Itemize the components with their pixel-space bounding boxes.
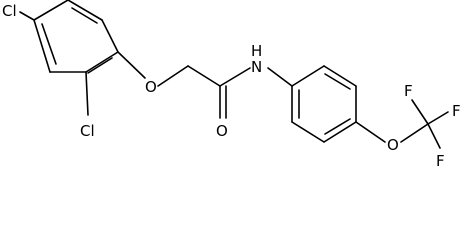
bond-inner (87, 57, 113, 74)
atom-o-ether: O (145, 78, 157, 96)
bond-inner (41, 23, 57, 65)
bond (291, 65, 325, 87)
bond (101, 19, 119, 53)
atom-f-1: F (404, 82, 413, 100)
atom-f-2: F (452, 102, 461, 120)
bond (67, 0, 103, 21)
structure-diagram: Cl Cl O O N H O F F F (2, 0, 461, 170)
trifluoromethoxy-group (400, 99, 449, 149)
bond (400, 123, 429, 143)
bond (219, 67, 251, 87)
atom-f-3: F (436, 152, 445, 170)
bond (85, 51, 119, 73)
atom-o-carbonyl: O (216, 122, 228, 140)
atom-cl-top: Cl (2, 2, 17, 20)
atom-cl-bottom: Cl (80, 122, 95, 140)
bond-inner (71, 7, 98, 24)
bond (187, 65, 221, 87)
dichlorophenyl-ring (19, 0, 146, 116)
acetamide-linker (157, 65, 293, 119)
atom-n-amide: N (251, 58, 262, 76)
bond-cl (19, 11, 35, 21)
bond (291, 121, 325, 143)
bond (323, 65, 357, 87)
bond-o (355, 121, 386, 143)
molecule-drawing: Cl Cl O O N H O F F F (2, 0, 461, 170)
bond-f (411, 99, 429, 125)
bond (267, 67, 293, 87)
bond (33, 0, 69, 21)
bond-f (427, 123, 441, 149)
phenyl-ring (291, 65, 386, 143)
atom-h-amide: H (251, 42, 262, 60)
bond (157, 65, 189, 87)
bond-f (427, 111, 449, 125)
bond-o (117, 51, 146, 79)
bond-inner (324, 118, 351, 135)
bond (323, 121, 357, 143)
bond (33, 19, 51, 73)
bond-cl (85, 71, 89, 116)
atom-o-ocf3: O (387, 136, 399, 154)
bond-inner (324, 73, 351, 90)
